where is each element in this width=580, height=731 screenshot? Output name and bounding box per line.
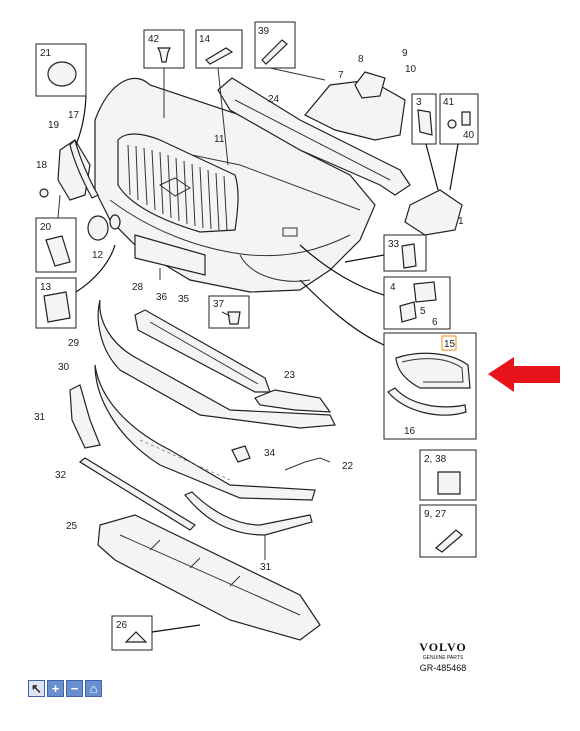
label-22: 22 — [342, 461, 354, 472]
box-label-33: 33 — [388, 239, 400, 250]
clip-18 — [39, 188, 49, 198]
label-10: 10 — [405, 64, 417, 75]
label-23: 23 — [284, 370, 296, 381]
box-label-39: 39 — [258, 26, 270, 37]
label-15: 15 — [444, 339, 456, 350]
bracket-23 — [254, 389, 332, 413]
fog-lamp — [109, 214, 121, 230]
plate-bracket — [134, 234, 206, 276]
label-31-bottom: 31 — [260, 562, 272, 573]
box-label-20: 20 — [40, 222, 52, 233]
box-3 — [411, 93, 437, 145]
box-label-41: 41 — [443, 97, 455, 108]
front-grille — [117, 133, 239, 233]
volvo-logo: VOLVO — [419, 640, 467, 654]
fog-lamp-cover — [87, 215, 109, 241]
box-41 — [439, 93, 479, 145]
clip-37 — [227, 311, 241, 325]
bolt-39 — [261, 39, 288, 65]
side-trim-31 — [69, 384, 101, 449]
box-label-26: 26 — [116, 620, 128, 631]
part-21 — [47, 61, 77, 87]
bracket-34 — [231, 445, 251, 463]
box-label-5: 5 — [420, 306, 426, 317]
box-label-21: 21 — [40, 48, 52, 59]
box-label-3: 3 — [416, 97, 422, 108]
box-label-2-38: 2, 38 — [424, 454, 447, 465]
label-17: 17 — [68, 110, 80, 121]
bracket-8 — [354, 71, 386, 99]
part-13 — [43, 291, 71, 323]
label-12: 12 — [92, 250, 104, 261]
wiring-22 — [284, 457, 331, 471]
leader-lines — [57, 67, 459, 633]
brand-tagline: GENUINE PARTS — [422, 655, 464, 661]
label-18: 18 — [36, 160, 48, 171]
label-29: 29 — [68, 338, 80, 349]
box-label-4: 4 — [390, 282, 396, 293]
label-8: 8 — [358, 54, 364, 65]
part-2-38 — [437, 471, 461, 495]
part-20 — [45, 235, 71, 267]
clip-26 — [124, 631, 148, 643]
trim-strip-31 — [184, 491, 313, 536]
label-11: 11 — [214, 134, 225, 145]
label-7: 7 — [338, 70, 344, 81]
splash-shield — [97, 514, 321, 641]
highlight-arrow-icon — [488, 357, 560, 392]
box-9-27 — [419, 504, 477, 558]
home-icon[interactable]: ⌂ — [85, 680, 102, 697]
label-25: 25 — [66, 521, 78, 532]
box-label-42: 42 — [148, 34, 160, 45]
fog-lamp-trim-15 — [395, 352, 471, 389]
diagram-code: GR-485468 — [419, 663, 467, 673]
fog-lamp-trim-16 — [387, 387, 467, 416]
pointer-icon[interactable]: ↖ — [28, 680, 45, 697]
box-label-6: 6 — [432, 317, 438, 328]
clip-42 — [157, 47, 171, 63]
box-label-40: 40 — [463, 130, 475, 141]
label-19: 19 — [48, 120, 60, 131]
side-bracket — [404, 189, 463, 236]
highlight-15 — [441, 335, 457, 351]
callout-labels: 9 10 8 7 24 17 19 18 11 12 1 28 36 35 29… — [34, 48, 464, 573]
part-5 — [399, 301, 417, 323]
label-34: 34 — [264, 448, 276, 459]
side-trim — [69, 138, 99, 199]
label-35: 35 — [178, 294, 190, 305]
reinforcement-beam — [217, 77, 411, 196]
box-label-9-27: 9, 27 — [424, 509, 447, 520]
bolt-9-27 — [435, 529, 463, 553]
zoom-out-icon[interactable]: − — [66, 680, 83, 697]
box-label-14: 14 — [199, 34, 211, 45]
label-30: 30 — [58, 362, 70, 373]
part-33 — [401, 243, 417, 269]
viewer-toolbar: ↖ + − ⌂ — [28, 680, 102, 697]
label-36: 36 — [156, 292, 168, 303]
screw-14 — [205, 47, 234, 65]
washer-41 — [447, 119, 457, 129]
box-label-16: 16 — [404, 426, 416, 437]
chrome-strip-32 — [78, 457, 196, 531]
brand-block: VOLVO GENUINE PARTS GR-485468 — [408, 640, 478, 673]
lower-bumper — [94, 364, 316, 501]
box-26 — [111, 615, 153, 651]
box-label-13: 13 — [40, 282, 52, 293]
label-1: 1 — [458, 216, 464, 227]
label-24: 24 — [268, 94, 280, 105]
box-14 — [195, 29, 243, 69]
label-31-left: 31 — [34, 412, 46, 423]
part-3 — [417, 109, 433, 136]
label-32: 32 — [55, 470, 67, 481]
spoiler-29 — [97, 299, 336, 429]
label-9: 9 — [402, 48, 408, 59]
box-label-37: 37 — [213, 299, 225, 310]
label-28: 28 — [132, 282, 144, 293]
zoom-in-icon[interactable]: + — [47, 680, 64, 697]
part-4 — [413, 281, 437, 303]
bolt-40 — [461, 111, 471, 126]
